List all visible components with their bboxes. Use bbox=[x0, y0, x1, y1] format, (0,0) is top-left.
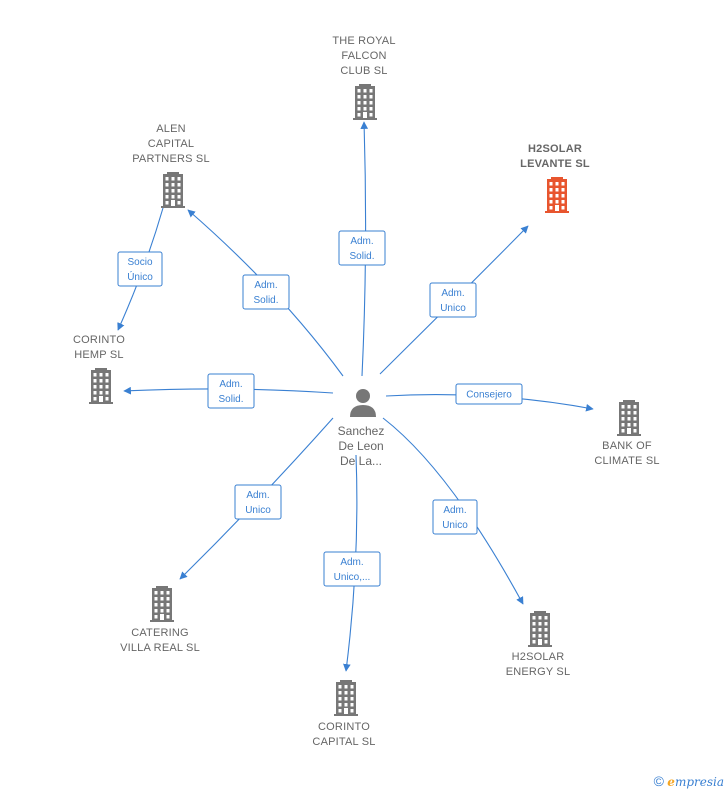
edge-label-box bbox=[429, 282, 477, 318]
edge-label-corinto-capital[interactable]: Adm.Unico,... bbox=[323, 551, 381, 587]
edge-label-text: Adm.Unico bbox=[440, 288, 466, 314]
edge-center-to-h2solar-energy bbox=[382, 417, 524, 605]
edge-label-text: Consejero bbox=[466, 390, 512, 401]
edge-label-box bbox=[242, 274, 290, 310]
building-icon[interactable] bbox=[353, 84, 377, 120]
edge-label-box bbox=[455, 383, 523, 405]
building-icon[interactable] bbox=[161, 172, 185, 208]
edge-label-box bbox=[117, 251, 163, 287]
edge-label-text: Adm.Solid. bbox=[218, 379, 243, 405]
edge-label-box bbox=[338, 230, 386, 266]
edge-label-box bbox=[234, 484, 282, 520]
copyright-symbol: © bbox=[653, 773, 664, 789]
building-icon[interactable] bbox=[545, 177, 569, 213]
edge-label-h2solar-energy[interactable]: Adm.Unico bbox=[432, 499, 478, 535]
edge-label-text: Adm.Unico bbox=[245, 490, 271, 516]
edge-label-the-royal-falcon[interactable]: Adm.Solid. bbox=[338, 230, 386, 266]
person-icon[interactable] bbox=[350, 389, 376, 417]
building-icon[interactable] bbox=[617, 400, 641, 436]
building-icon[interactable] bbox=[89, 368, 113, 404]
edge-label-bank-of-climate[interactable]: Consejero bbox=[455, 383, 523, 405]
edge-label-corinto-hemp[interactable]: Adm.Solid. bbox=[207, 373, 255, 409]
building-icon[interactable] bbox=[528, 611, 552, 647]
edge-label-text: Adm.Unico,... bbox=[334, 557, 371, 583]
edge-label-text: Adm.Solid. bbox=[253, 280, 278, 306]
building-icon[interactable] bbox=[334, 680, 358, 716]
edge-label-alen-capital[interactable]: Adm.Solid. bbox=[242, 274, 290, 310]
edge-label-catering-villa-real[interactable]: Adm.Unico bbox=[234, 484, 282, 520]
edge-label-box bbox=[432, 499, 478, 535]
edge-label-text: Adm.Unico bbox=[442, 505, 468, 531]
edge-label-box bbox=[323, 551, 381, 587]
edge-label-text: Adm.Solid. bbox=[349, 236, 374, 262]
edge-label-h2solar-levante[interactable]: Adm.Unico bbox=[429, 282, 477, 318]
empresia-watermark: © empresia bbox=[654, 773, 724, 789]
building-icon[interactable] bbox=[150, 586, 174, 622]
brand-logo: empresia bbox=[667, 775, 724, 789]
edge-label-box bbox=[207, 373, 255, 409]
